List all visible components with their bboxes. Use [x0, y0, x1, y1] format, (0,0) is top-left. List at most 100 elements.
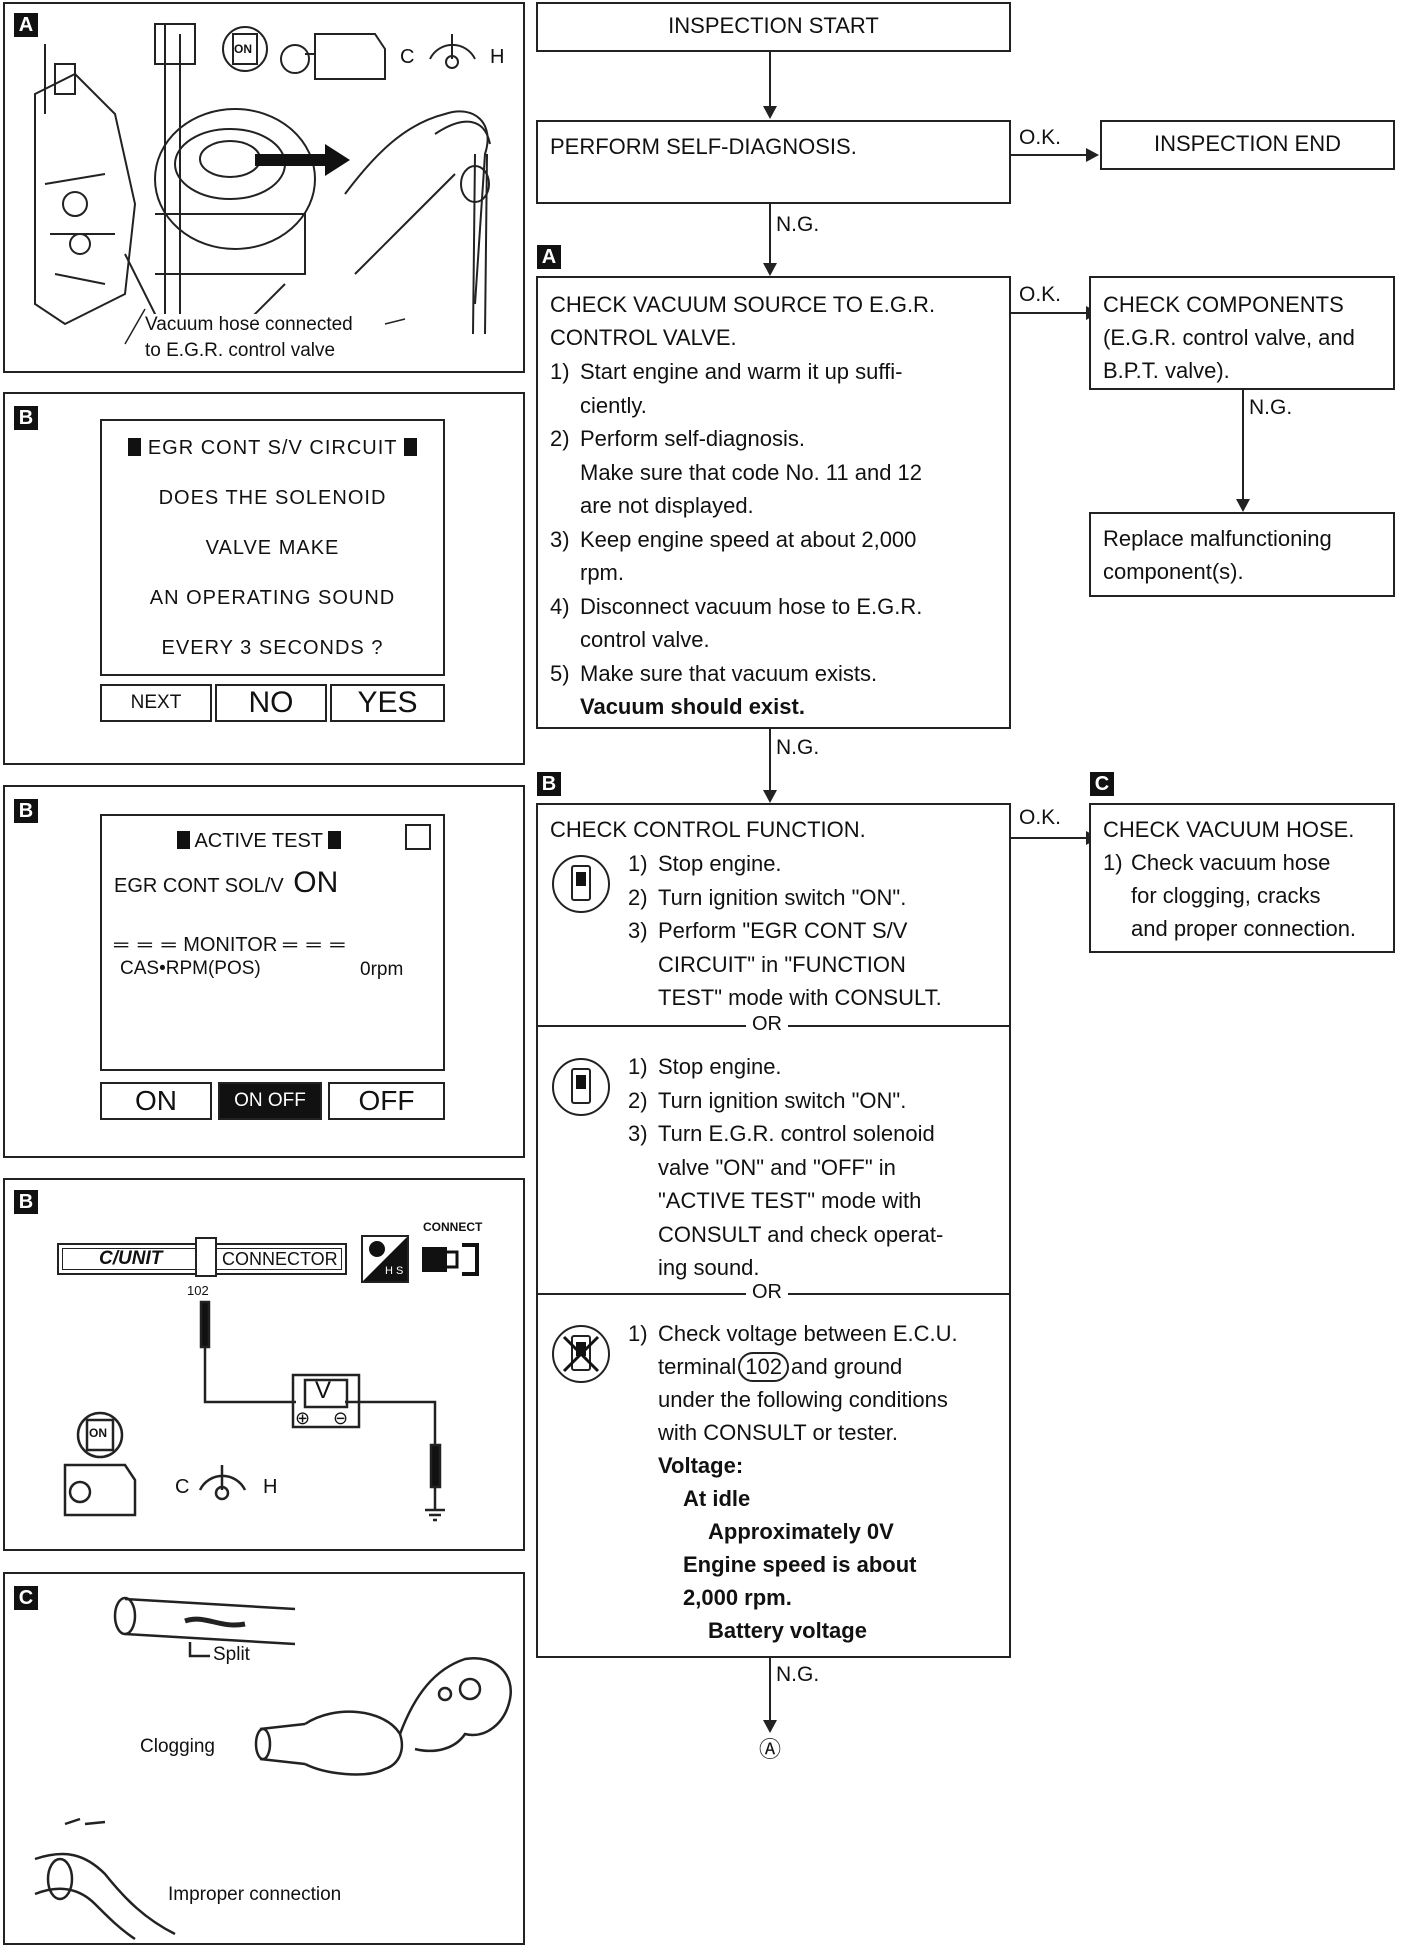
- connector-ok-end: [1011, 154, 1088, 156]
- screen-title-row: EGR CONT S/V CIRCUIT: [102, 437, 443, 460]
- step-text: Turn E.G.R. control solenoid: [658, 1121, 935, 1146]
- arrow-to-control: [763, 790, 777, 803]
- flow-tag-b: B: [537, 772, 561, 796]
- monitor-label: MONITOR: [183, 934, 278, 956]
- step-text: Keep engine speed at about 2,000: [580, 526, 917, 552]
- step-text: Start engine and warm it up suffi-: [580, 359, 903, 384]
- temp-cold-label: C: [175, 1476, 190, 1498]
- monitor-dash-right: ═ ═ ═: [282, 934, 347, 956]
- step-text: ciently.: [580, 392, 647, 418]
- ok-label-3: O.K.: [1019, 806, 1062, 829]
- step-number: 2): [550, 426, 570, 451]
- screen-title-mark-left: [128, 438, 142, 456]
- method3-line1: Check voltage between E.C.U.: [658, 1321, 958, 1346]
- c-unit-label: C/UNIT: [99, 1248, 163, 1269]
- step-line: 1) Start engine and warm it up suffi-: [550, 355, 1005, 389]
- no-button[interactable]: NO: [215, 684, 327, 722]
- idle-label: At idle: [683, 1486, 751, 1511]
- inspection-end-box: INSPECTION END: [1100, 120, 1395, 170]
- speed-label-1: Engine speed is about: [683, 1552, 917, 1577]
- step-line: 2) Perform self-diagnosis.: [550, 422, 1005, 456]
- step-line: 5)Make sure that vacuum exists.: [550, 657, 1005, 691]
- step-text: rpm.: [580, 560, 624, 585]
- connect-plug-icon: [422, 1243, 479, 1276]
- screen-line-2: VALVE MAKE: [205, 537, 340, 559]
- temp-hot-label: H: [263, 1476, 278, 1498]
- step-text: "ACTIVE TEST" mode with: [658, 1188, 922, 1213]
- self-diagnosis-box: PERFORM SELF-DIAGNOSIS.: [536, 120, 1011, 204]
- vacuum-result: Vacuum should exist.: [580, 694, 805, 719]
- voltage-label: Voltage:: [658, 1453, 744, 1478]
- step-text: Make sure that code No. 11 and 12: [580, 459, 923, 485]
- connect-label: CONNECT: [423, 1220, 483, 1234]
- connector-components-down: [1242, 390, 1244, 500]
- connector-ok-components: [1011, 312, 1088, 314]
- step-line: 1) Stop engine.: [628, 847, 1008, 881]
- off-button[interactable]: OFF: [328, 1082, 445, 1120]
- step-number: 1): [628, 1054, 648, 1079]
- on-off-button[interactable]: ON OFF: [218, 1082, 322, 1120]
- vacuum-title-2: CONTROL VALVE.: [550, 325, 737, 350]
- panel-b-active-test: B ACTIVE TEST EGR CONT SOL/V ON ═ ═ ═ MO…: [3, 785, 525, 1158]
- arrow-to-goto: [763, 1720, 777, 1733]
- yes-button[interactable]: YES: [330, 684, 445, 722]
- connector-self-diag-down: [769, 204, 771, 264]
- hose-line3: and proper connection.: [1131, 916, 1357, 941]
- key-on-label: ON: [89, 1426, 107, 1440]
- speed-label-2: 2,000 rpm.: [683, 1585, 792, 1610]
- goto-a-symbol[interactable]: Ⓐ: [759, 1737, 782, 1762]
- step-line: Make sure that code No. 11 and 12: [550, 456, 1005, 490]
- step-text: Stop engine.: [658, 851, 782, 876]
- monitor-value: 0rpm: [360, 959, 404, 980]
- consult-device-glyph-1: [571, 865, 591, 901]
- temp-hot-label: H: [490, 46, 505, 68]
- pin-label: 102: [187, 1283, 209, 1298]
- flow-tag-a: A: [537, 245, 561, 269]
- vacuum-steps-list: 1) Start engine and warm it up suffi-cien…: [550, 355, 1005, 690]
- on-button[interactable]: ON: [100, 1082, 212, 1120]
- key-on-label: ON: [234, 42, 252, 56]
- step-number: 3): [628, 918, 648, 943]
- arrow-to-vacuum: [763, 263, 777, 276]
- step-line: TEST" mode with CONSULT.: [628, 981, 1008, 1015]
- step-text: Perform "EGR CONT S/V: [658, 918, 908, 943]
- split-label: Split: [213, 1644, 250, 1665]
- panel-c-hose-faults: C Split Clogging Improper connection: [3, 1572, 525, 1945]
- step-text: Perform self-diagnosis.: [580, 426, 805, 451]
- step-number: 1): [628, 851, 648, 876]
- title-mark-left: [177, 831, 190, 849]
- connector-latch: [195, 1237, 217, 1277]
- screen-line-3: AN OPERATING SOUND: [149, 587, 396, 609]
- step-text: Disconnect vacuum hose to E.G.R.: [580, 593, 923, 619]
- voltmeter-minus: ⊖: [333, 1408, 349, 1428]
- hose-line2: for clogging, cracks: [1131, 883, 1321, 908]
- panel-c-tag: C: [14, 1586, 38, 1610]
- hs-harness-glyph: [363, 1237, 407, 1281]
- method3-line3: under the following conditions: [658, 1387, 948, 1412]
- replace-line1: Replace malfunctioning: [1103, 526, 1332, 551]
- step-text: Stop engine.: [658, 1054, 782, 1079]
- step-line: 3)Turn E.G.R. control solenoid: [628, 1117, 1008, 1151]
- next-button[interactable]: NEXT: [100, 684, 212, 722]
- step-number: 2): [628, 884, 648, 910]
- control-method2-steps: 1) Stop engine. 2)Turn ignition switch "ON…: [628, 1050, 1008, 1285]
- connector-control-down: [769, 1658, 771, 1722]
- terminal-number-circled: 102: [738, 1352, 789, 1382]
- step-line: 1) Stop engine.: [628, 1050, 1008, 1084]
- terminal-pre: terminal: [658, 1354, 737, 1379]
- or-label-2: OR: [746, 1281, 788, 1304]
- voltmeter-label: V: [315, 1377, 332, 1404]
- step-line: ing sound.: [628, 1251, 1008, 1285]
- step-text: Turn ignition switch "ON".: [658, 884, 907, 910]
- panel-b3-tag: B: [14, 1190, 38, 1214]
- step-number: 1): [550, 359, 570, 384]
- step-line: rpm.: [550, 556, 1005, 590]
- engine-vacuum-illustration: [34, 23, 491, 345]
- step-line: "ACTIVE TEST" mode with: [628, 1184, 1008, 1218]
- step-line: 2)Turn ignition switch "ON".: [628, 1084, 1008, 1118]
- step-text: control valve.: [580, 627, 710, 652]
- screen-checkbox[interactable]: [405, 824, 431, 850]
- ok-label-1: O.K.: [1019, 126, 1062, 149]
- title-mark-right: [328, 831, 342, 849]
- egr-item-value: ON: [293, 866, 339, 899]
